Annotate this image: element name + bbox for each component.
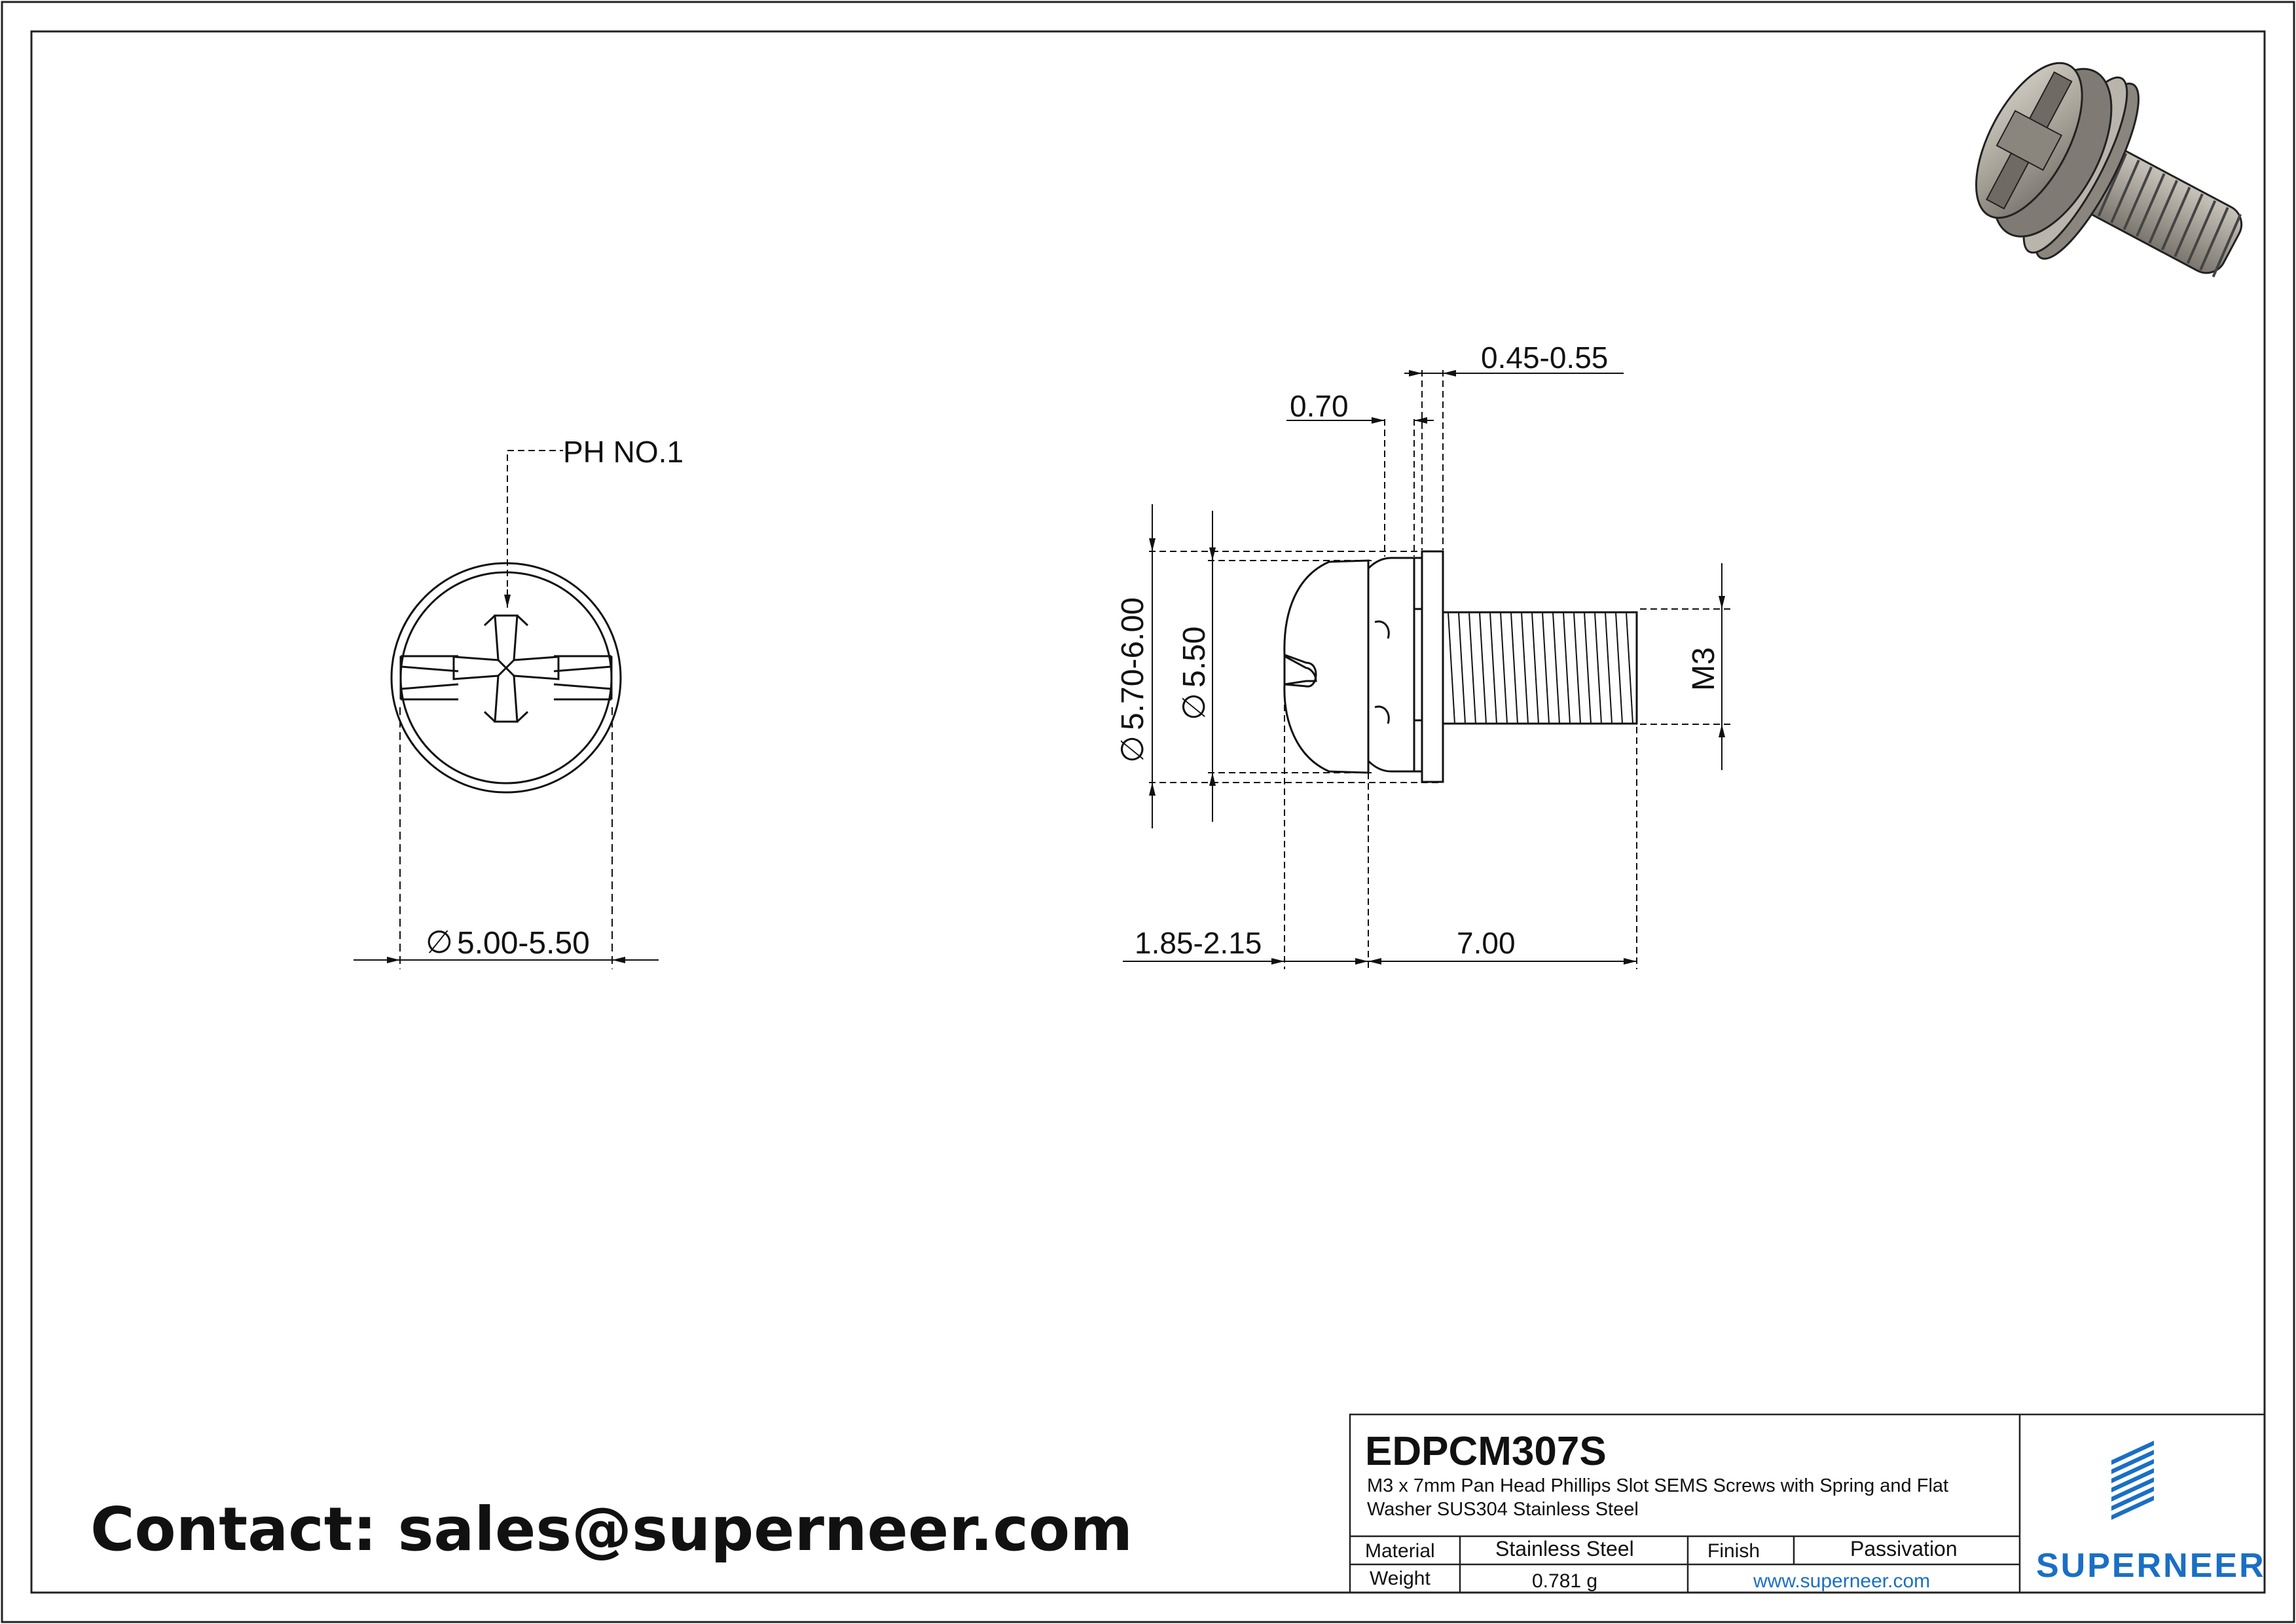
logo-stripe bbox=[2111, 1468, 2154, 1492]
logo-stripe bbox=[2111, 1486, 2154, 1511]
dim-dia-570-600 bbox=[1149, 504, 1440, 828]
iso-thread-line bbox=[2123, 166, 2153, 231]
dim-185-215-label: 1.85-2.15 bbox=[1135, 926, 1262, 960]
dim-045-055 bbox=[1404, 370, 1624, 550]
thread-line bbox=[1542, 612, 1550, 724]
dim-dia-570-600-label: 5.70-6.00 bbox=[1116, 597, 1150, 730]
iso-thread-line bbox=[2110, 159, 2140, 223]
superneer-logo-text: SUPERNEER bbox=[2036, 1547, 2266, 1585]
thread-line bbox=[1510, 612, 1518, 724]
iso-thread-line bbox=[2199, 207, 2229, 271]
material-value: Stainless Steel bbox=[1495, 1537, 1634, 1560]
diameter-symbol: ∅ bbox=[426, 925, 453, 960]
logo-stripe bbox=[2111, 1477, 2154, 1502]
head-outer-circle bbox=[390, 562, 622, 794]
iso-thread-line bbox=[2186, 200, 2217, 264]
description-line2: Washer SUS304 Stainless Steel bbox=[1367, 1499, 1639, 1520]
weight-value: 0.781 g bbox=[1532, 1570, 1597, 1592]
ph-leader bbox=[504, 450, 563, 608]
description-line1: M3 x 7mm Pan Head Phillips Slot SEMS Scr… bbox=[1367, 1475, 1948, 1496]
diameter-symbol-2: ∅ bbox=[1116, 735, 1150, 763]
ph-label: PH NO.1 bbox=[563, 435, 683, 469]
iso-thread-line bbox=[2212, 213, 2242, 278]
thread-shank bbox=[1442, 611, 1638, 725]
material-label: Material bbox=[1365, 1540, 1435, 1562]
finish-value: Passivation bbox=[1850, 1537, 1958, 1560]
dim-700-label: 7.00 bbox=[1457, 926, 1516, 960]
logo-stripe bbox=[2111, 1450, 2154, 1474]
thread-line bbox=[1605, 612, 1613, 724]
inner-frame bbox=[30, 30, 2266, 1594]
dim-070-label: 0.70 bbox=[1290, 389, 1349, 423]
thread-line bbox=[1573, 612, 1581, 724]
dim-dia-550-label: 5.50 bbox=[1177, 627, 1212, 688]
weight-label: Weight bbox=[1370, 1568, 1430, 1589]
logo-stripe bbox=[2111, 1441, 2154, 1465]
dia-top-view-dimension bbox=[354, 707, 659, 969]
finish-label: Finish bbox=[1707, 1540, 1760, 1562]
spring-washer bbox=[1367, 557, 1415, 773]
thread-line bbox=[1479, 612, 1487, 724]
thread-line bbox=[1500, 612, 1508, 724]
logo-stripe bbox=[2111, 1496, 2154, 1520]
thread-line bbox=[1626, 612, 1633, 724]
part-number: EDPCM307S bbox=[1365, 1429, 1607, 1474]
dia-head-label: 5.00-5.50 bbox=[457, 926, 590, 961]
thread-line bbox=[1531, 612, 1539, 724]
dim-045-055-label: 0.45-0.55 bbox=[1481, 341, 1608, 375]
screw-3d-illustration bbox=[1975, 62, 2243, 278]
superneer-logo: SUPERNEER bbox=[2036, 1441, 2266, 1585]
thread-line bbox=[1521, 612, 1529, 724]
dim-dia-550 bbox=[1208, 511, 1372, 822]
dim-length bbox=[1123, 694, 1637, 969]
thread-line bbox=[1615, 612, 1623, 724]
dim-070 bbox=[1286, 417, 1434, 557]
superneer-logo-icon bbox=[2111, 1441, 2154, 1520]
thread-line bbox=[1489, 612, 1497, 724]
side-view bbox=[1283, 550, 1638, 783]
thread-line bbox=[1594, 612, 1602, 724]
thread-line bbox=[1468, 612, 1476, 724]
diameter-symbol-3: ∅ bbox=[1177, 693, 1212, 720]
slot-outline bbox=[399, 655, 613, 701]
iso-thread-line bbox=[2097, 153, 2128, 217]
thread-lines bbox=[1448, 612, 1633, 724]
iso-thread-line bbox=[2136, 173, 2166, 237]
iso-thread-line bbox=[2174, 193, 2204, 257]
thread-line bbox=[1458, 612, 1466, 724]
logo-stripe bbox=[2111, 1459, 2154, 1483]
dim-m3-label: M3 bbox=[1686, 647, 1721, 691]
iso-thread-line bbox=[2148, 179, 2178, 244]
thread-line bbox=[1563, 612, 1571, 724]
thread-line bbox=[1584, 612, 1592, 724]
thread-line bbox=[1448, 612, 1455, 724]
flat-washer bbox=[1421, 550, 1444, 783]
iso-thread-line bbox=[2160, 187, 2191, 251]
top-view bbox=[390, 562, 622, 794]
contact-text: Contact: sales@superneer.com bbox=[90, 1494, 1133, 1564]
dim-m3 bbox=[1640, 563, 1732, 770]
head-inner-circle bbox=[399, 571, 613, 784]
thread-line bbox=[1552, 612, 1560, 724]
title-block bbox=[1349, 1413, 2266, 1594]
website-link[interactable]: www.superneer.com bbox=[1753, 1570, 1930, 1592]
pan-head bbox=[1283, 559, 1370, 774]
